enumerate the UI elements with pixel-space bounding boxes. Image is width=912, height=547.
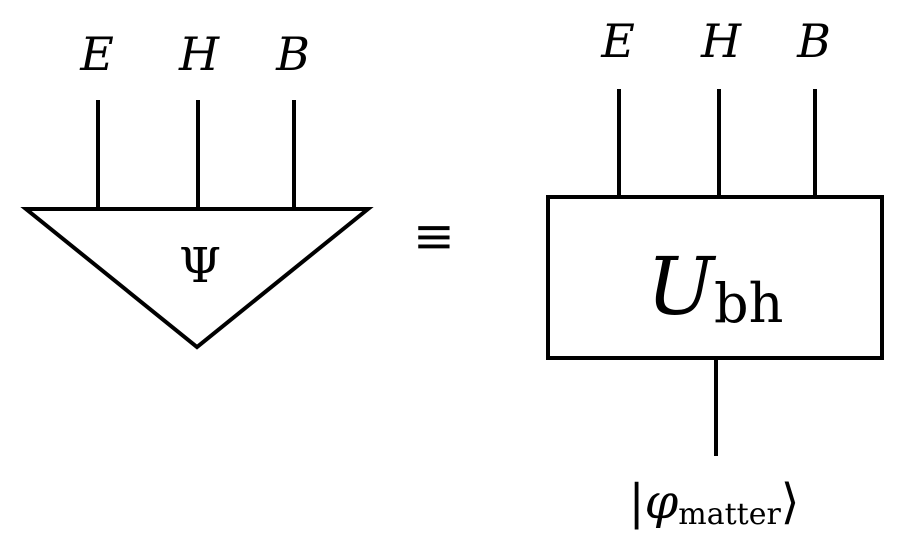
unitary-subscript: bh <box>714 272 783 335</box>
ket-close-angle: ⟩ <box>781 474 800 530</box>
unitary-main-symbol: U <box>647 240 717 333</box>
unitary-label: Ubh <box>647 240 784 335</box>
psi-triangle <box>20 207 374 350</box>
left-leg-label-b: B <box>275 27 310 81</box>
right-leg-label-h: H <box>700 14 742 68</box>
matter-subscript: matter <box>678 497 781 532</box>
right-leg-label-b: B <box>796 14 831 68</box>
ket-open-bar: | <box>628 474 644 530</box>
right-leg-label-e: E <box>600 14 635 68</box>
psi-tensor-group: E H B Ψ <box>20 27 374 350</box>
matter-state-label: |φmatter⟩ <box>628 474 799 532</box>
left-leg-label-e: E <box>79 27 114 81</box>
phi-symbol: φ <box>645 474 679 530</box>
psi-symbol: Ψ <box>179 238 221 294</box>
equivalence-symbol: ≡ <box>413 207 455 265</box>
left-leg-label-h: H <box>178 27 220 81</box>
unitary-box-group: E H B Ubh |φmatter⟩ <box>546 14 884 532</box>
